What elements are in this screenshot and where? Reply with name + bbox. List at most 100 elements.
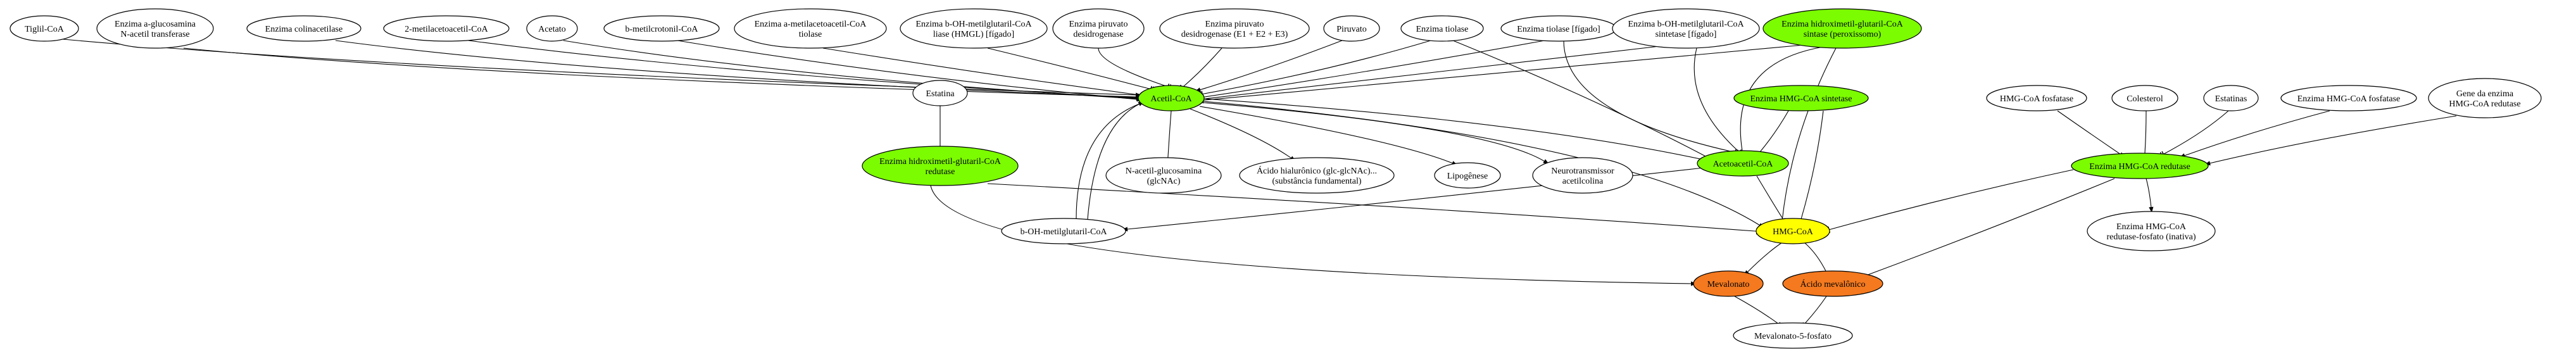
edge-line [988, 48, 1149, 89]
edge-line [1801, 111, 1823, 219]
edge-acetil-to-glcnac [1165, 111, 1171, 160]
edge-acetil-to-acetoacetil [1204, 99, 1707, 163]
node-label: Enzima hidroximetil-glutaril-CoA [1781, 20, 1904, 29]
node-label: Estatinas [2215, 94, 2247, 104]
node-colinacetilase: Enzima colinacetilase [247, 16, 361, 41]
edge-line [1453, 41, 1709, 158]
node-label: Enzima HMG-CoA [2116, 222, 2187, 232]
node-label: acetilcolina [1562, 177, 1604, 186]
node-glcnac: N-acetil-glucosamina(glcNAc) [1106, 158, 1221, 193]
edge-colesterol-to-hmg_red_right [2142, 111, 2148, 157]
edge-acetoacetil-to-hmgcoa [1757, 176, 1786, 224]
node-sintase_perox: Enzima hidroximetil-glutaril-CoAsintase … [1763, 9, 1921, 48]
edge-piruvato_desid-to-acetil [1098, 48, 1171, 91]
node-label: Ácido mevalônico [1800, 279, 1865, 289]
edge-mevalonato-to-mevalonato5f [1735, 296, 1783, 327]
node-label: Mevalonato [1707, 280, 1750, 289]
node-mevalonato5f: Mevalonato-5-fosfato [1733, 323, 1852, 348]
edge-line [2184, 111, 2330, 156]
node-label: Tiglil-CoA [25, 25, 65, 34]
edge-line [1694, 48, 1738, 151]
edge-acetil-to-acetilcolina [1203, 103, 1549, 164]
edge-tiolase_figado-to-acetoacetil [1564, 41, 1738, 156]
edge-line [336, 41, 1137, 98]
node-label: Enzima tiolase [fígado] [1517, 25, 1600, 34]
edge-line [2145, 111, 2146, 153]
edge-line [1184, 48, 1222, 86]
node-label: N-acetil-glucosamina [1126, 167, 1202, 176]
node-label: b-metilcrotonil-CoA [625, 25, 698, 34]
node-label: Mevalonato-5-fosfato [1754, 332, 1831, 341]
node-label: Enzima hidroximetil-glutaril-CoA [879, 157, 1002, 167]
edge-enz_fosfatase-to-hmg_red_right [2179, 111, 2330, 158]
edge-line [1747, 242, 1782, 272]
node-label: 2-metilacetoacetil-CoA [405, 25, 488, 34]
node-label: Enzima piruvato [1069, 20, 1128, 29]
edge-line [2058, 111, 2121, 154]
node-label: Enzima a-glucosamina [115, 20, 196, 29]
edge-estatina-to-hmg_red_left [937, 106, 943, 149]
node-estatinas: Estatinas [2204, 85, 2258, 111]
node-piruvato: Piruvato [1324, 16, 1379, 41]
node-label: redutase-fosfato (inativa) [2106, 232, 2196, 242]
edge-line [1735, 296, 1779, 324]
edge-fosfatase-to-hmg_red_right [2058, 111, 2125, 157]
node-label: Enzima tiolase [1416, 25, 1469, 34]
node-label: Estatina [926, 89, 955, 99]
edge-line [1203, 103, 1545, 161]
edge-hmg_red_right-to-hmgcoa [1826, 170, 2073, 233]
node-acetil: Acetil-CoA [1138, 85, 1204, 111]
node-tiolase: Enzima tiolase [1401, 16, 1483, 41]
node-label: Gene da enzima [2456, 89, 2514, 99]
node-hmg_red_right: Enzima HMG-CoA redutase [2071, 153, 2208, 179]
node-mevalonico: Ácido mevalônico [1783, 271, 1883, 296]
edge-hmgcoa-to-mevalonato [1744, 242, 1782, 276]
node-label: Enzima b-OH-metilglutaril-CoA [1628, 20, 1744, 29]
edge-line [2209, 116, 2456, 163]
node-tiolase_figado: Enzima tiolase [fígado] [1501, 16, 1616, 41]
node-label: N-acetil transferase [120, 30, 189, 39]
edge-line [1864, 179, 2114, 276]
edge-piruvato-to-acetil [1195, 41, 1342, 92]
edge-line [1168, 111, 1171, 156]
edge-line [1098, 48, 1166, 86]
edge-line [1760, 111, 1788, 152]
edge-piruvato_desid_e-to-acetil [1179, 48, 1222, 91]
node-label: Ácido hialurônico (glc-glcNAc)... [1257, 165, 1377, 176]
edge-estatinas-to-hmg_red_right [2160, 111, 2228, 158]
edge-line [563, 41, 1137, 99]
node-label: HMG-CoA fosfatase [2000, 94, 2073, 104]
node-label: Enzima HMG-CoA redutase [2089, 162, 2190, 172]
edge-line [2165, 111, 2228, 153]
edge-line [1782, 48, 1836, 221]
node-label: Piruvato [1336, 25, 1366, 34]
edge-line [677, 41, 1138, 99]
edge-sintase_perox-to-hmgcoa [1778, 48, 1836, 225]
node-label: tiolase [799, 30, 822, 39]
edge-colinacetilase-to-acetil [336, 41, 1141, 101]
node-colesterol: Colesterol [2112, 85, 2178, 111]
node-label: Enzima piruvato [1205, 20, 1264, 29]
edge-line [1205, 46, 1665, 99]
edge-sintetase_figado-to-acetoacetil [1694, 48, 1743, 156]
edge-line [1804, 296, 1826, 324]
node-label: sintase (peroxissomo) [1804, 30, 1882, 39]
node-label: Enzima a-metilacetoacetil-CoA [755, 20, 867, 29]
node-label: Enzima colinacetilase [265, 25, 342, 34]
edge-line [2146, 179, 2151, 208]
edge-metilcrotonil-to-acetil [677, 41, 1143, 101]
node-acetato: Acetato [527, 16, 577, 41]
edge-line [1831, 170, 2073, 229]
edge-line [1757, 176, 1783, 220]
node-label: Enzima b-OH-metilglutaril-CoA [915, 20, 1032, 29]
node-label: Enzima HMG-CoA sintetase [1750, 94, 1852, 104]
node-hmg_sintetase: Enzima HMG-CoA sintetase [1734, 85, 1868, 111]
